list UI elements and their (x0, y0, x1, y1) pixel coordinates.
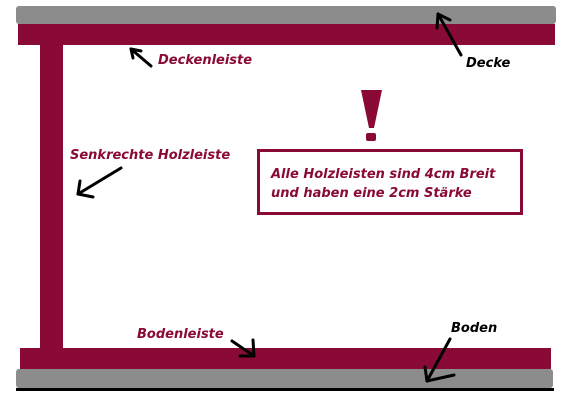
note-box: Alle Holzleisten sind 4cm Breit und habe… (257, 149, 523, 215)
label-bodenleiste: Bodenleiste (137, 327, 224, 342)
ceiling-wood-strip (18, 24, 555, 45)
note-line-1: Alle Holzleisten sind 4cm Breit (271, 167, 496, 182)
exclamation-icon (361, 90, 382, 141)
note-line-2: und haben eine 2cm Stärke (271, 186, 472, 201)
vertical-wood-strip (40, 45, 63, 348)
label-deckenleiste: Deckenleiste (158, 53, 253, 68)
label-decke: Decke (466, 56, 511, 71)
label-boden: Boden (451, 321, 498, 336)
arrow-to-senkrechte-holzleiste-icon (76, 166, 123, 199)
arrow-to-deckenleiste-icon (129, 47, 153, 68)
floor-baseline (16, 388, 554, 391)
floor-slab (16, 369, 553, 388)
label-senkrechte-holzleiste: Senkrechte Holzleiste (70, 148, 231, 163)
ceiling-slab (16, 6, 556, 24)
floor-wood-strip (20, 348, 551, 369)
